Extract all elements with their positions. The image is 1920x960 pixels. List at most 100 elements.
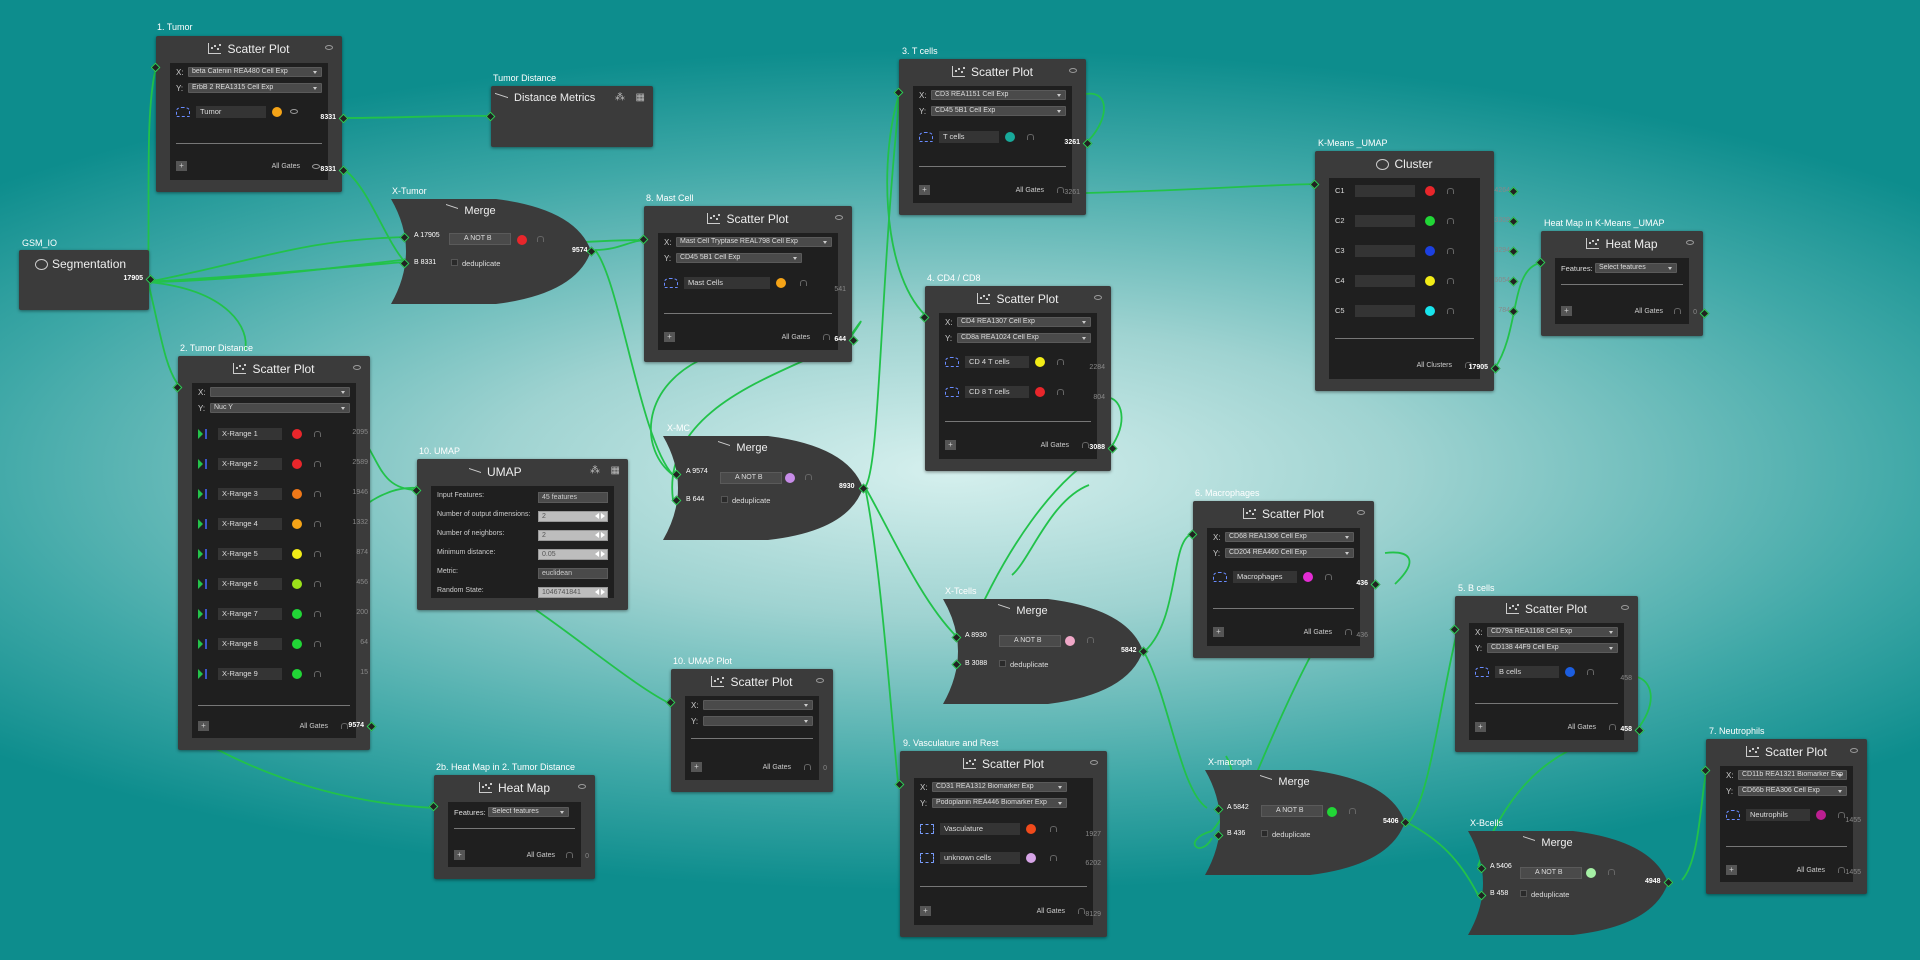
- cluster-out-port[interactable]: [1508, 246, 1519, 257]
- add-gate-button[interactable]: +: [176, 161, 187, 171]
- gate-color-dot[interactable]: [292, 669, 302, 679]
- bell-icon[interactable]: [823, 334, 830, 340]
- x-range-row[interactable]: X-Range 7: [198, 607, 350, 621]
- umap-param-value[interactable]: 2: [538, 511, 608, 522]
- cluster-row[interactable]: C3: [1335, 244, 1474, 258]
- add-gate-button[interactable]: +: [1475, 722, 1486, 732]
- merge-color-dot[interactable]: [785, 473, 795, 483]
- gate-name-input[interactable]: X-Range 8: [218, 638, 282, 650]
- bell-icon[interactable]: [1838, 867, 1845, 873]
- macro-scatter-node[interactable]: Scatter Plot X:CD68 REA1306 Cell Exp Y:C…: [1187, 501, 1381, 658]
- bcells-gate-row[interactable]: B cells: [1475, 665, 1618, 679]
- gate-name-input[interactable]: Tumor: [196, 106, 266, 118]
- add-gate-button[interactable]: +: [920, 906, 931, 916]
- eye-icon[interactable]: [1357, 510, 1365, 515]
- tdist-all-port[interactable]: [366, 721, 377, 732]
- tumor-in-port[interactable]: [150, 62, 161, 73]
- gate-name-input[interactable]: X-Range 6: [218, 578, 282, 590]
- bell-icon[interactable]: [1057, 389, 1064, 395]
- kmeans-in-port[interactable]: [1309, 179, 1320, 190]
- x-range-row[interactable]: X-Range 3: [198, 487, 350, 501]
- neutro-x-select[interactable]: CD11b REA1321 Biomarker Exp: [1738, 770, 1847, 780]
- x-range-row[interactable]: X-Range 2: [198, 457, 350, 471]
- umapplot-node[interactable]: Scatter Plot X: Y: + All Gates 0: [665, 669, 833, 792]
- add-gate-button[interactable]: +: [454, 850, 465, 860]
- bell-icon[interactable]: [1050, 855, 1057, 861]
- cluster-row[interactable]: C2: [1335, 214, 1474, 228]
- gate-name-input[interactable]: Neutrophils: [1746, 809, 1810, 821]
- distance-metrics-node[interactable]: Distance Metrics ⁂ ▦: [485, 86, 653, 147]
- cluster-out-port[interactable]: [1508, 186, 1519, 197]
- bell-icon[interactable]: [1447, 188, 1454, 194]
- bell-icon[interactable]: [566, 852, 573, 858]
- merge-color-dot[interactable]: [517, 235, 527, 245]
- gate-name-input[interactable]: X-Range 7: [218, 608, 282, 620]
- x-range-row[interactable]: X-Range 4: [198, 517, 350, 531]
- umap-param-value[interactable]: 2: [538, 530, 608, 541]
- cluster-label-input[interactable]: [1355, 275, 1415, 287]
- gate-name-input[interactable]: X-Range 1: [218, 428, 282, 440]
- xbcells-merge-node[interactable]: Merge A 5406 B 458 A NOT B deduplicate 4…: [1468, 831, 1674, 935]
- bell-icon[interactable]: [1447, 308, 1454, 314]
- umapplot-in-port[interactable]: [665, 697, 676, 708]
- bell-icon[interactable]: [314, 641, 321, 647]
- tumor-y-select[interactable]: ErbB 2 REA1315 Cell Exp: [188, 83, 322, 93]
- vasc-gate-row[interactable]: Vasculature: [920, 822, 1087, 836]
- gate-color-dot[interactable]: [1303, 572, 1313, 582]
- bell-icon[interactable]: [1447, 278, 1454, 284]
- gate-name-input[interactable]: Vasculature: [940, 823, 1020, 835]
- gate-color-dot[interactable]: [1005, 132, 1015, 142]
- eye-icon[interactable]: [312, 164, 320, 169]
- cluster-row[interactable]: C5: [1335, 304, 1474, 318]
- cluster-color-dot[interactable]: [1425, 306, 1435, 316]
- macro-y-select[interactable]: CD204 REA460 Cell Exp: [1225, 548, 1354, 558]
- cluster-label-input[interactable]: [1355, 215, 1415, 227]
- xtcells-merge-node[interactable]: Merge A 8930 B 3088 A NOT B deduplicate …: [943, 599, 1149, 704]
- bcells-in-port[interactable]: [1449, 624, 1460, 635]
- gate-color-dot[interactable]: [292, 429, 302, 439]
- mast-x-select[interactable]: Mast Cell Tryptase REAL798 Cell Exp: [676, 237, 832, 247]
- neutro-in-port[interactable]: [1700, 765, 1711, 776]
- dedup-checkbox[interactable]: [999, 660, 1006, 667]
- gate-name-input[interactable]: X-Range 5: [218, 548, 282, 560]
- cluster-color-dot[interactable]: [1425, 186, 1435, 196]
- x-range-row[interactable]: X-Range 9: [198, 667, 350, 681]
- eye-icon[interactable]: [1090, 760, 1098, 765]
- segmentation-node[interactable]: Segmentation 17905: [19, 250, 156, 310]
- kmeans-all-port[interactable]: [1490, 363, 1501, 374]
- gate-color-dot[interactable]: [776, 278, 786, 288]
- table-icon[interactable]: ▦: [635, 92, 645, 103]
- neutro-gate-row[interactable]: Neutrophils: [1726, 808, 1847, 822]
- mast-all-port[interactable]: [848, 335, 859, 346]
- tumor-x-select[interactable]: beta Catenin REA480 Cell Exp: [188, 67, 322, 77]
- xtcells-op-select[interactable]: A NOT B: [999, 635, 1061, 647]
- mast-y-select[interactable]: CD45 5B1 Cell Exp: [676, 253, 802, 263]
- gate-name-input[interactable]: X-Range 9: [218, 668, 282, 680]
- cluster-label-input[interactable]: [1355, 305, 1415, 317]
- stepper-arrows-icon[interactable]: [595, 551, 605, 558]
- bcells-all-port[interactable]: [1634, 725, 1645, 736]
- umap-param-value[interactable]: euclidean: [538, 568, 608, 579]
- features-select[interactable]: Select features: [488, 807, 569, 817]
- tcells-out-port[interactable]: [1082, 138, 1093, 149]
- cd4-gate-row[interactable]: CD 4 T cells: [945, 355, 1091, 369]
- tumor-out-port[interactable]: [338, 113, 349, 124]
- x-range-row[interactable]: X-Range 5: [198, 547, 350, 561]
- gate-color-dot[interactable]: [1816, 810, 1826, 820]
- bell-icon[interactable]: [1050, 826, 1057, 832]
- gate-color-dot[interactable]: [1035, 387, 1045, 397]
- add-gate-button[interactable]: +: [198, 721, 209, 731]
- bell-icon[interactable]: [1057, 359, 1064, 365]
- gate-name-input[interactable]: Mast Cells: [684, 277, 770, 289]
- bell-icon[interactable]: [1587, 669, 1594, 675]
- heatkm-node[interactable]: Heat Map Features: Select features + All…: [1535, 231, 1710, 336]
- bell-icon[interactable]: [1609, 724, 1616, 730]
- bell-icon[interactable]: [1027, 134, 1034, 140]
- heat2b-node[interactable]: Heat Map Features: Select features + All…: [428, 775, 595, 879]
- mast-scatter-node[interactable]: Scatter Plot X:Mast Cell Tryptase REAL79…: [638, 206, 859, 362]
- segmentation-out-port[interactable]: [145, 274, 156, 285]
- tcells-scatter-node[interactable]: Scatter Plot X:CD3 REA1151 Cell Exp Y:CD…: [893, 59, 1093, 215]
- bell-icon[interactable]: [804, 764, 811, 770]
- bell-icon[interactable]: [1082, 442, 1089, 448]
